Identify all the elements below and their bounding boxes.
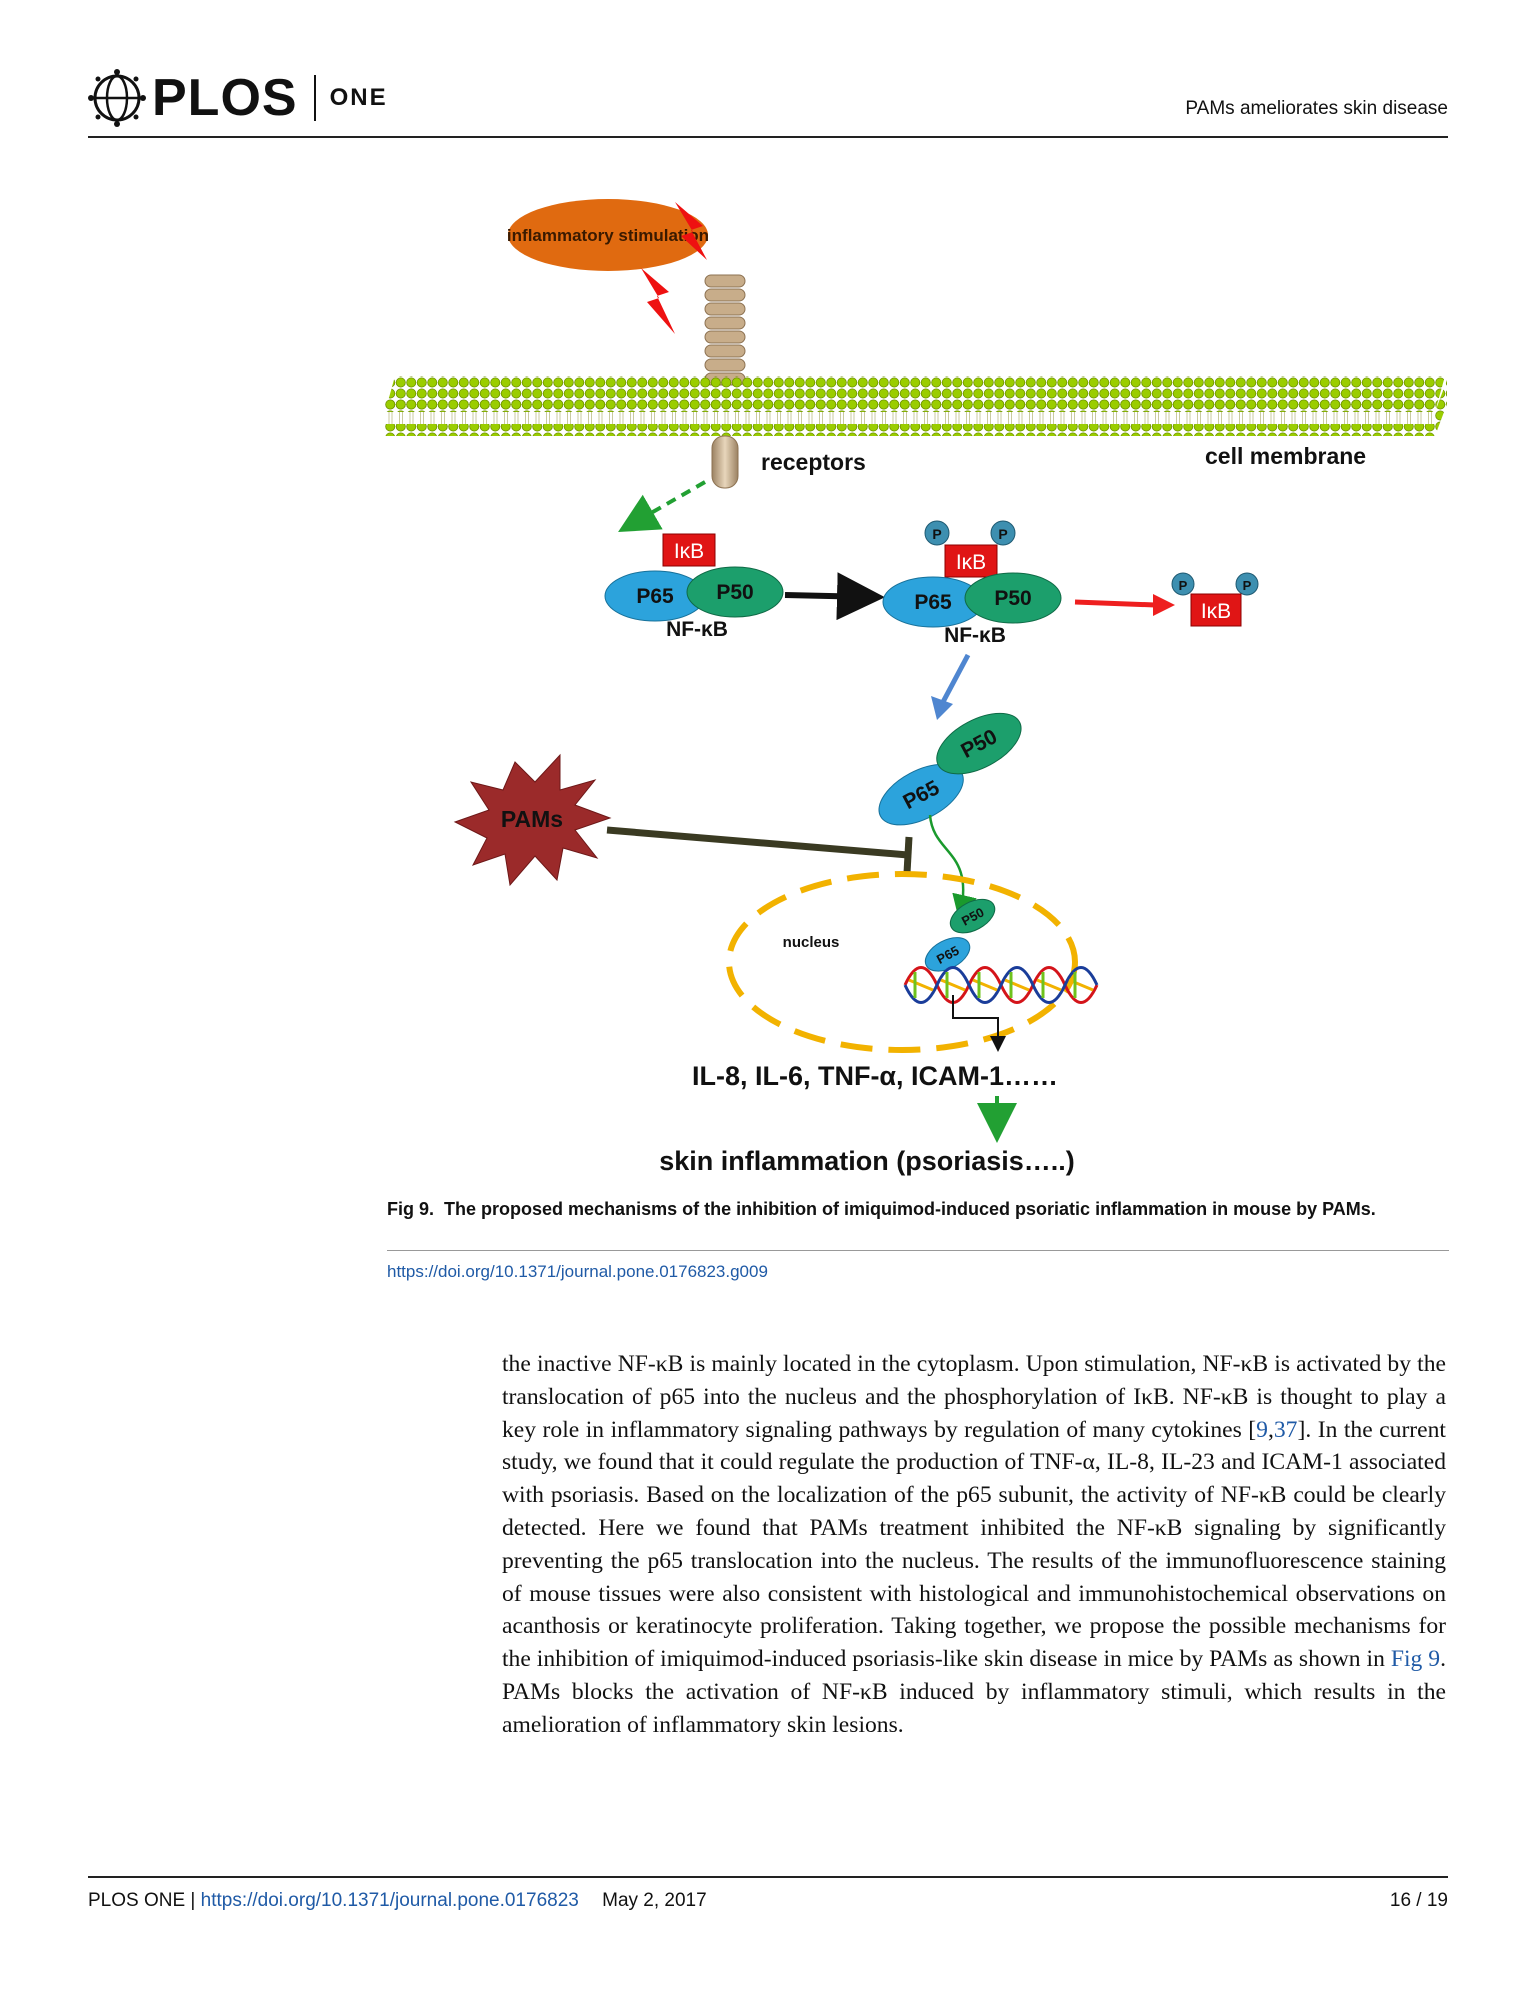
ikb-label: IκB xyxy=(956,551,986,574)
footer-date: May 2, 2017 xyxy=(602,1890,707,1911)
page-number: 16 / 19 xyxy=(1389,1890,1448,1911)
p65-label: P65 xyxy=(914,591,952,614)
phospho-label: P xyxy=(1243,578,1252,593)
transcription-arrow xyxy=(952,995,1006,1052)
plos-one-logo[interactable]: PLOS ONE xyxy=(88,68,388,128)
phospho-label: P xyxy=(1179,578,1188,593)
receptor-extracellular xyxy=(704,274,746,386)
cell-membrane xyxy=(385,376,1447,436)
running-title: PAMs ameliorates skin disease xyxy=(1185,98,1448,119)
dna-icon xyxy=(903,966,1099,1004)
ikb-label: IκB xyxy=(674,540,704,563)
caption-divider xyxy=(387,1250,1449,1251)
stimulus-node: inflammatory stimulation xyxy=(507,199,709,271)
page-header: PLOS ONE PAMs ameliorates skin disease xyxy=(88,60,1448,138)
plos-globe-icon xyxy=(88,69,146,127)
citation-link-9[interactable]: 9 xyxy=(1256,1416,1268,1443)
footer-journal: PLOS ONE | xyxy=(88,1890,196,1911)
nfkb-inactive-complex: IκB P65 P50 NF-κB xyxy=(604,533,784,641)
nfkb-mechanism-diagram: inflammatory stimulation xyxy=(385,199,1447,1176)
brand-name: PLOS xyxy=(152,69,298,127)
pams-inhibitor: PAMs xyxy=(453,753,612,887)
p50-label: P50 xyxy=(716,581,753,604)
phospho-label: P xyxy=(998,526,1007,542)
released-ikb: P P IκB xyxy=(1171,572,1259,627)
nfkb-label: NF-κB xyxy=(666,618,728,641)
phosphorylation-arrow xyxy=(784,572,885,621)
body-paragraph: the inactive NF-κB is mainly located in … xyxy=(502,1348,1446,1742)
nucleus-label: nucleus xyxy=(783,934,840,951)
release-arrowhead xyxy=(1153,594,1175,616)
release-arrow xyxy=(1074,599,1156,608)
nfkb-label: NF-κB xyxy=(944,624,1006,647)
logo-divider xyxy=(313,75,316,121)
footer-doi-link[interactable]: https://doi.org/10.1371/journal.pone.017… xyxy=(200,1890,579,1911)
pams-label: PAMs xyxy=(501,806,563,832)
body-text-3: . PAMs blocks the activation of NF-κB in… xyxy=(502,1646,1446,1738)
free-nfkb-dimer: P65 P50 xyxy=(878,712,1022,826)
p65-label: P65 xyxy=(636,585,674,608)
inhibition-bar xyxy=(903,836,913,874)
phospho-label: P xyxy=(932,526,941,542)
figure-9: inflammatory stimulation xyxy=(385,190,1455,1190)
inhibition-line xyxy=(606,826,909,859)
citation-separator: , xyxy=(1267,1416,1274,1443)
cytokines-label: IL-8, IL-6, TNF-α, ICAM-1…… xyxy=(692,1061,1058,1091)
receptors-label: receptors xyxy=(761,449,866,475)
body-text-2: ]. In the current study, we found that i… xyxy=(502,1416,1446,1673)
page-footer: PLOS ONE | https://doi.org/10.1371/journ… xyxy=(88,1876,1448,1912)
translocation-arrowhead xyxy=(931,696,953,720)
lightning-icon xyxy=(641,202,707,334)
caption-label: Fig 9. xyxy=(387,1199,435,1219)
nuclear-nfkb-dimer: P65 P50 xyxy=(924,898,996,972)
translocation-arrow xyxy=(940,653,971,704)
caption-text: The proposed mechanisms of the inhibitio… xyxy=(444,1199,1376,1219)
nuclear-import-arrow xyxy=(928,814,977,920)
cell-membrane-label: cell membrane xyxy=(1205,443,1366,469)
receptor-intracellular: receptors cell membrane xyxy=(711,435,1366,489)
nfkb-phospho-complex: P P IκB P65 P50 NF-κB xyxy=(882,520,1062,647)
outcome-label: skin inflammation (psoriasis…..) xyxy=(659,1146,1075,1176)
ikb-label: IκB xyxy=(1201,600,1231,623)
figure-doi-link[interactable]: https://doi.org/10.1371/journal.pone.017… xyxy=(387,1262,768,1281)
brand-sub: ONE xyxy=(329,84,388,111)
nucleus-boundary xyxy=(726,871,1078,1053)
p50-label: P50 xyxy=(994,587,1031,610)
citation-link-37[interactable]: 37 xyxy=(1273,1416,1298,1443)
figure-caption: Fig 9. The proposed mechanisms of the in… xyxy=(387,1198,1449,1221)
figure-ref-link[interactable]: Fig 9 xyxy=(1390,1646,1441,1673)
activation-arrow xyxy=(618,480,706,532)
body-text-1: the inactive NF-κB is mainly located in … xyxy=(502,1351,1446,1443)
stimulus-label: inflammatory stimulation xyxy=(507,226,709,245)
